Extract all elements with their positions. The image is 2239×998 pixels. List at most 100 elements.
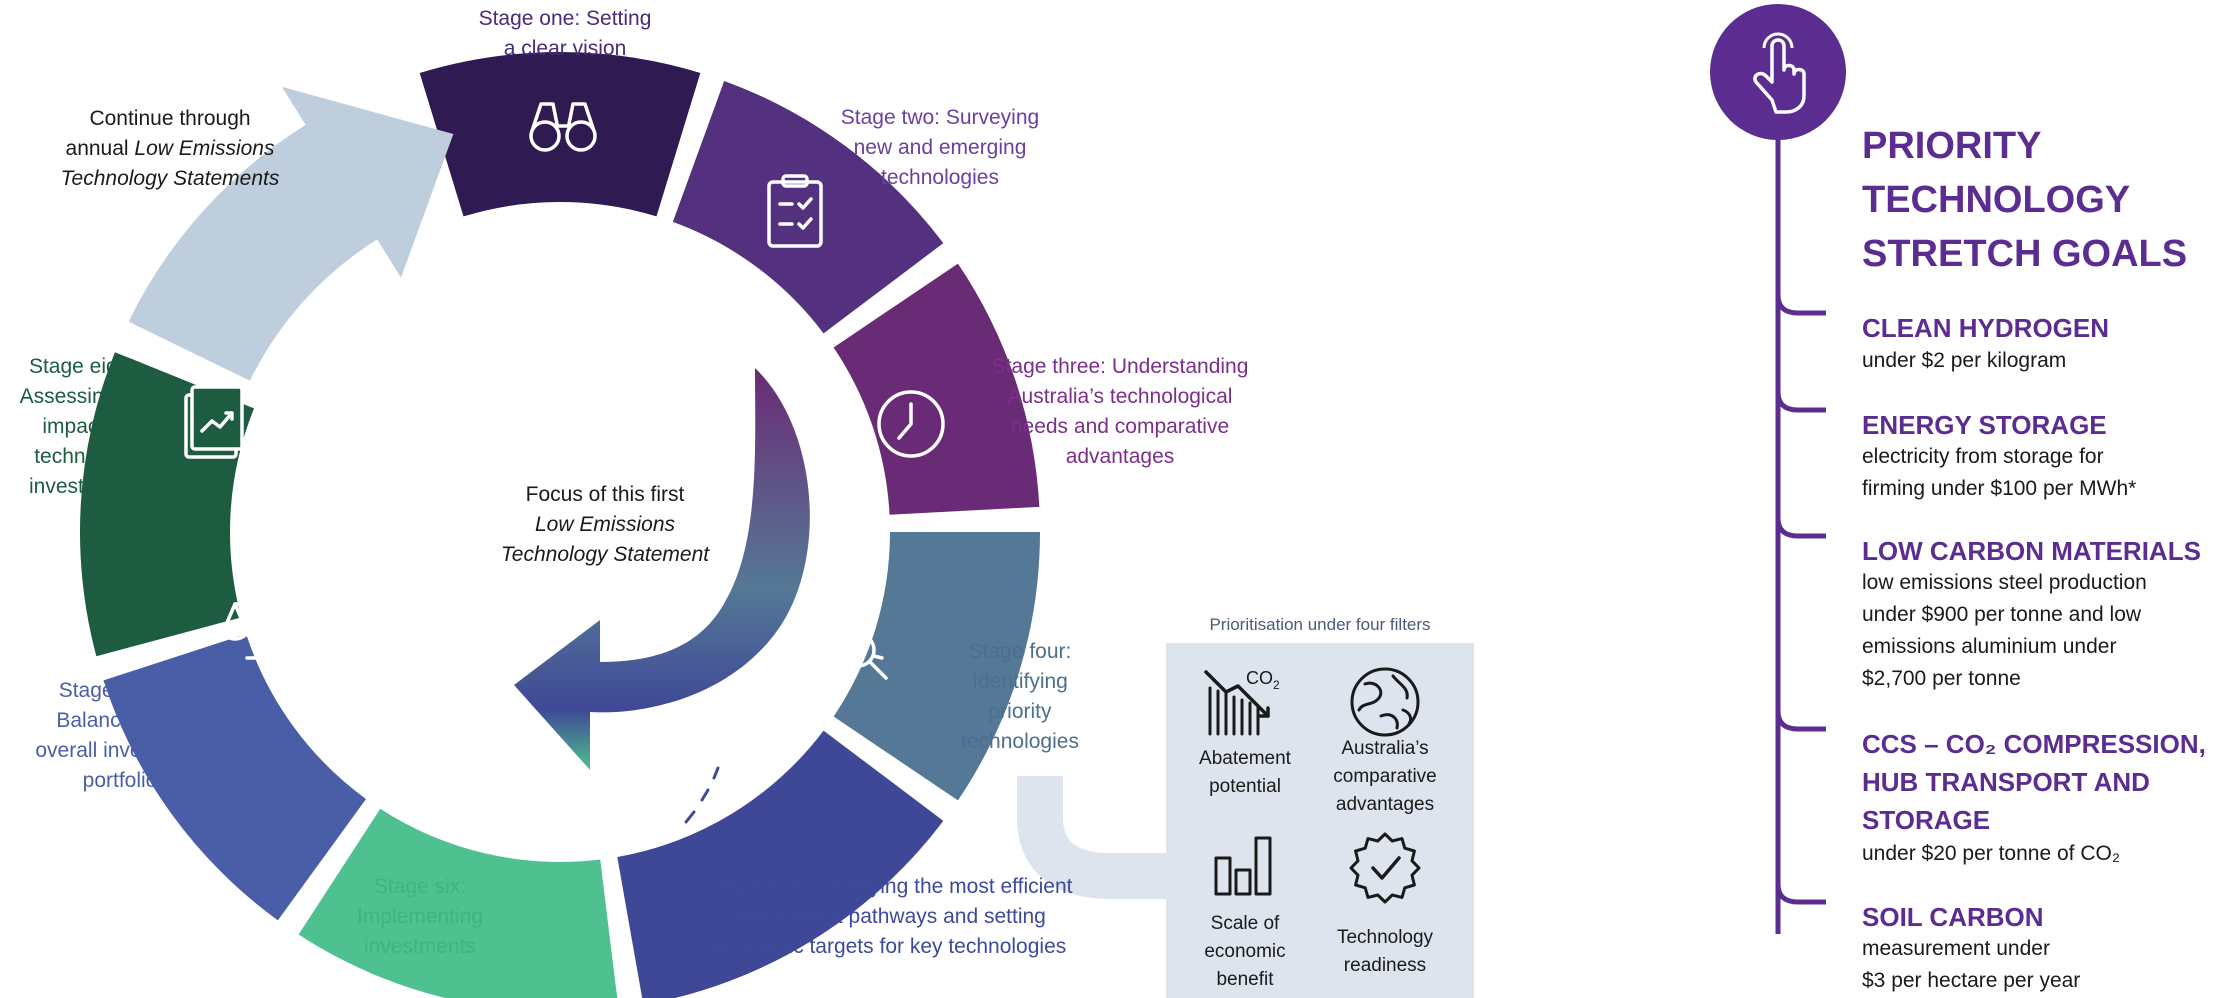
filter-label-line: Abatement — [1199, 748, 1291, 769]
handshake-hands — [393, 779, 497, 829]
report-front-page — [190, 385, 244, 451]
stage-six-label-line: Stage six: — [373, 875, 467, 898]
stage-three-label-line: advantages — [1065, 445, 1175, 468]
focus-curved-arrow — [514, 368, 810, 770]
continue-cycle-arrow — [128, 86, 454, 381]
binoculars-lens — [565, 120, 597, 152]
check-badge-icon — [1349, 832, 1421, 904]
pointer-badge — [1710, 4, 1846, 140]
focus-label-line: Technology Statement — [470, 540, 740, 570]
stage-eight-label: Stage eight: Assessing the impact of tec… — [0, 352, 170, 502]
focus-label-italic: Low Emissions — [534, 513, 676, 536]
magnifier-lens — [840, 632, 876, 668]
clipboard-checks — [778, 197, 813, 230]
timeline-branch — [1775, 710, 1826, 732]
filter-label-line: Australia’s — [1341, 738, 1429, 759]
goal-title-line: CCS – CO₂ COMPRESSION, — [1862, 729, 2206, 759]
globe-continents — [1357, 674, 1413, 730]
clock-hands — [897, 402, 913, 440]
bar-chart-icon — [1214, 836, 1272, 896]
co2-subscript: 2 — [1273, 678, 1280, 692]
stage-two-label-line: Stage two: Surveying — [840, 106, 1040, 129]
goal-desc-line: low emissions steel production — [1862, 571, 2147, 594]
globe-icon — [1350, 667, 1420, 737]
goal-desc-line: $3 per hectare per year — [1862, 969, 2081, 992]
filter-label-line: economic — [1204, 941, 1286, 962]
filter-label-line: Scale of — [1210, 913, 1280, 934]
badge-check — [1371, 856, 1401, 880]
scale-bar — [1214, 856, 1232, 896]
goal-title-line: STORAGE — [1862, 805, 1991, 835]
filter-label-line: readiness — [1343, 955, 1427, 976]
priority-title-line: TECHNOLOGY — [1862, 179, 2131, 221]
filter-label-line: potential — [1209, 776, 1281, 797]
continue-label-plain: annual — [65, 137, 135, 160]
stage-eight-label-line: investments — [28, 475, 142, 498]
scale-bar — [1234, 868, 1252, 896]
filter-label-line: benefit — [1216, 969, 1274, 990]
stage-six-label-line: Implementing — [356, 905, 484, 928]
stage-six-label-line: investments — [363, 935, 477, 958]
scales-icon — [219, 592, 307, 660]
focus-label-italic: Technology Statement — [500, 543, 710, 566]
goal-soil-desc: measurement under $3 per hectare per yea… — [1862, 933, 2080, 997]
goal-hydrogen-desc: under $2 per kilogram — [1862, 349, 2067, 372]
stage-three-label: Stage three: Understanding Australia’s t… — [960, 352, 1280, 472]
stage-eight-label-line: Stage eight: — [28, 355, 142, 378]
stage-seven-label-line: Stage seven: — [58, 679, 182, 702]
timeline-branch — [1775, 883, 1826, 905]
tap-arc — [1762, 32, 1794, 49]
priority-title-line: STRETCH GOALS — [1862, 233, 2188, 275]
stage-six-label: Stage six: Implementing investments — [310, 872, 530, 962]
continue-label: Continue through annual Low Emissions Te… — [30, 104, 310, 194]
stage-four-label: Stage four: Identifying priority technol… — [910, 637, 1130, 757]
stage-four-label-line: Stage four: — [968, 640, 1072, 663]
clipboard-board — [767, 180, 823, 248]
priority-title: PRIORITY TECHNOLOGY STRETCH GOALS — [1862, 119, 2187, 281]
report-trend-line — [200, 411, 234, 433]
stage-two-label: Stage two: Surveying new and emerging te… — [800, 103, 1080, 193]
clock-face — [877, 390, 945, 458]
continue-label-italic: Technology Statements — [60, 167, 280, 190]
stage-five-segment — [617, 730, 944, 998]
goal-desc-line: emissions aluminium under — [1862, 635, 2117, 658]
continue-label-line: Technology Statements — [30, 164, 310, 194]
stage-four-label-line: Identifying — [972, 670, 1068, 693]
stage-eight-label-line: technology — [34, 445, 136, 468]
goal-desc-line: measurement under — [1862, 937, 2050, 960]
magnifier-handle — [832, 640, 888, 680]
stage-five-label: Stage five: Identifying the most efficie… — [640, 872, 1140, 962]
continue-label-line: annual Low Emissions — [30, 134, 310, 164]
clipboard-clip — [781, 174, 809, 188]
magnifier-icon — [832, 632, 888, 680]
stage-three-label-line: needs and comparative — [1010, 415, 1230, 438]
stage-four-label-line: technologies — [961, 730, 1079, 753]
stage-one-label: Stage one: Setting a clear vision — [420, 4, 710, 64]
focus-label-line: Focus of this first — [525, 483, 685, 506]
binoculars-icon — [529, 102, 597, 152]
stage-three-segment — [833, 263, 1040, 515]
binoculars-body — [531, 102, 595, 130]
filter-label-line: comparative — [1333, 766, 1437, 787]
goal-desc-line: $2,700 per tonne — [1862, 667, 2021, 690]
filter-scale-label: Scale of economic benefit — [1170, 910, 1320, 994]
filter-readiness-label: Technology readiness — [1310, 924, 1460, 980]
pointing-hand-icon — [1753, 32, 1806, 114]
goal-ccs-title: CCS – CO₂ COMPRESSION, HUB TRANSPORT AND… — [1862, 725, 2206, 839]
stage-three-label-line: Stage three: Understanding — [991, 355, 1249, 378]
stage-six-segment — [298, 808, 618, 998]
stage-two-label-line: technologies — [881, 166, 999, 189]
stage-five-label-line: deployment pathways and setting — [734, 905, 1046, 928]
goal-desc-line: under $900 per tonne and low — [1862, 603, 2142, 626]
binoculars-lens — [529, 120, 561, 152]
globe-outline — [1350, 667, 1420, 737]
filter-label-line: Technology — [1336, 927, 1434, 948]
stage-eight-label-line: impact of — [42, 415, 128, 438]
stage-seven-label-line: portfolio — [82, 769, 158, 792]
stage-four-label-line: priority — [988, 700, 1052, 723]
goal-desc-line: firming under $100 per MWh* — [1862, 477, 2137, 500]
timeline-branch — [1775, 517, 1826, 539]
road-lane-marks — [684, 766, 720, 824]
stage-one-label-line: a clear vision — [503, 37, 627, 60]
filter-label-line: advantages — [1335, 794, 1435, 815]
